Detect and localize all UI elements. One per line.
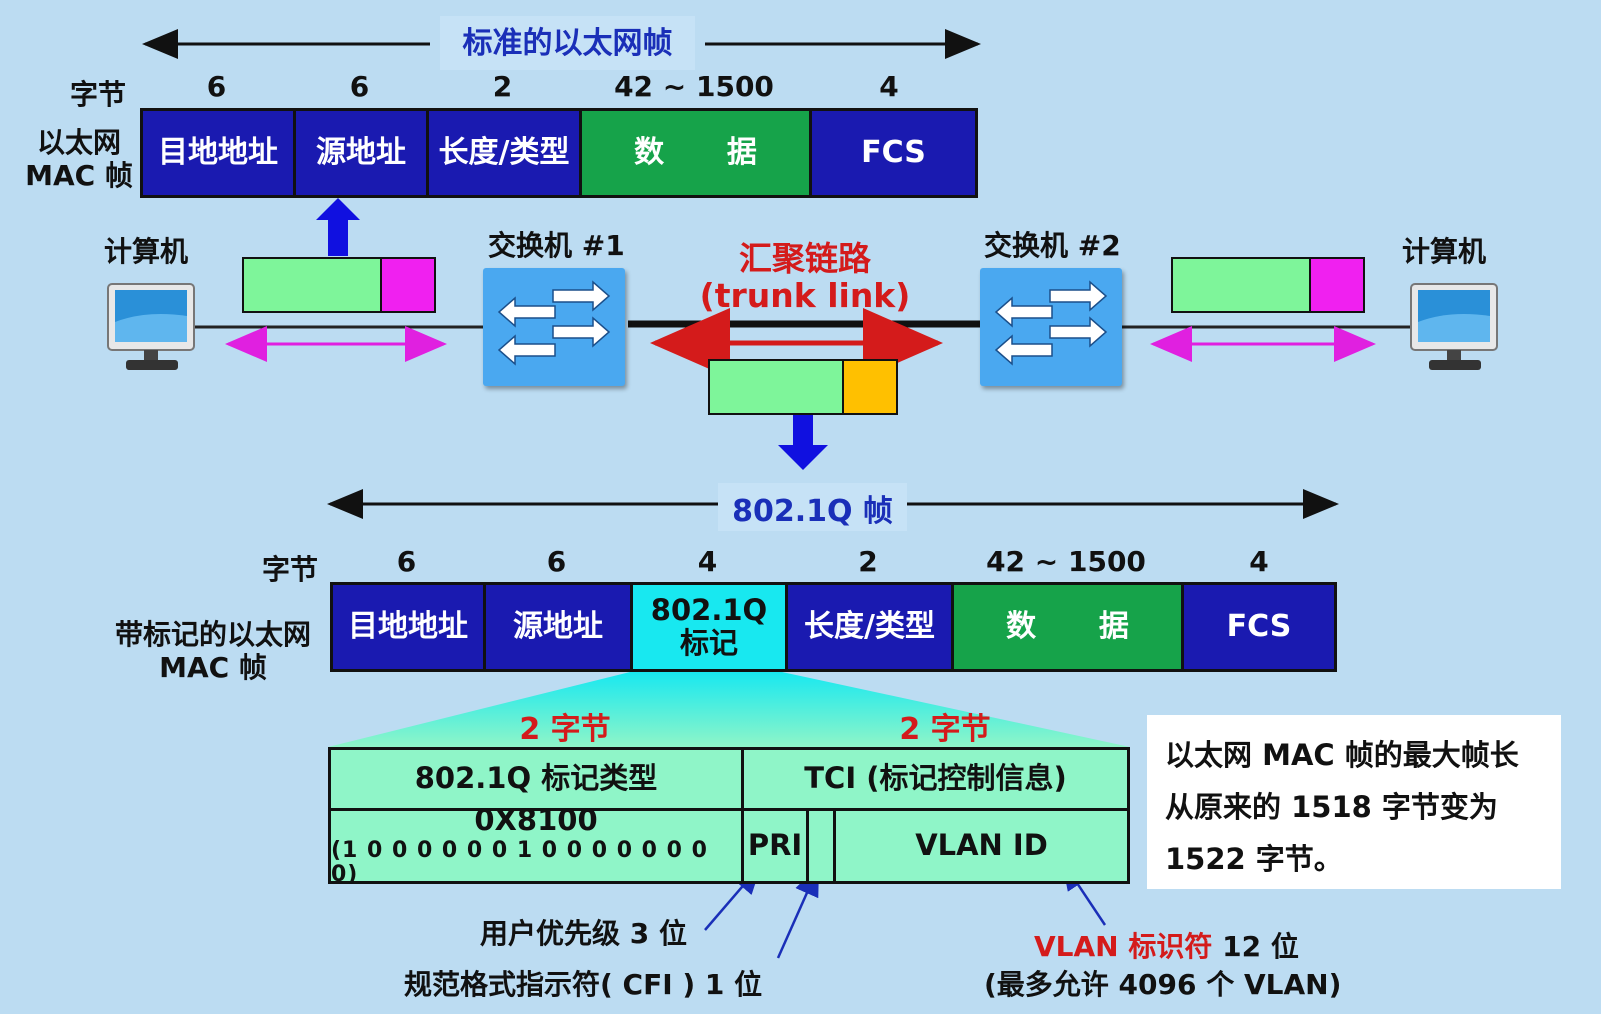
field-destination: 目地地址	[140, 108, 296, 198]
switch1-label: 交换机 #1	[488, 229, 625, 262]
computer-left-icon	[107, 283, 195, 370]
computer-right-icon	[1410, 283, 1498, 370]
cfi-field	[806, 808, 836, 884]
field-data: 数 据	[579, 108, 812, 198]
field-length-type: 长度/类型	[426, 108, 582, 198]
byte-count: 42 ~ 1500	[614, 70, 774, 103]
mini-frame-left	[242, 257, 436, 313]
byte-count: 4	[879, 70, 899, 103]
cfi-note: 规范格式指示符( CFI ) 1 位	[404, 968, 763, 1001]
mini-frame-trunk	[708, 359, 898, 415]
pri-note: 用户优先级 3 位	[480, 917, 687, 950]
trunk-label-en: (trunk link)	[699, 276, 911, 315]
mini-frame-right	[1171, 257, 1365, 313]
tag-right-bytes: 2 字节	[899, 712, 991, 747]
tci-header: TCI (标记控制信息)	[741, 747, 1130, 811]
bytes-label-top: 字节	[70, 78, 127, 111]
switch2-icon	[980, 268, 1122, 386]
computer-left-label: 计算机	[104, 235, 189, 268]
byte-count: 6	[206, 70, 227, 103]
tag-expansion-cone	[328, 672, 1130, 747]
tag-left-bytes: 2 字节	[519, 712, 611, 747]
mini-frame-tail	[1309, 259, 1363, 311]
vlan-id-field: VLAN ID	[833, 808, 1130, 884]
bytes-label-bottom: 字节	[262, 553, 319, 586]
down-arrow-icon	[778, 415, 828, 470]
top-title-bg	[440, 16, 695, 70]
q-field-tag: 802.1Q 标记	[630, 582, 788, 672]
byte-count: 42 ~ 1500	[986, 545, 1146, 578]
byte-count: 6	[349, 70, 370, 103]
row-label-bottom: 带标记的以太网 MAC 帧	[114, 618, 311, 685]
pri-field: PRI	[741, 808, 809, 884]
q-title-bg	[718, 483, 907, 531]
q-field-length-type: 长度/类型	[785, 582, 954, 672]
field-fcs: FCS	[809, 108, 978, 198]
q-field-data: 数 据	[951, 582, 1184, 672]
q-field-source: 源地址	[483, 582, 633, 672]
tagged-frame-title: 802.1Q 帧	[732, 494, 893, 529]
tag-type-header: 802.1Q 标记类型	[328, 747, 744, 811]
note-box: 以太网 MAC 帧的最大帧长 从原来的 1518 字节变为 1522 字节。	[1147, 715, 1561, 889]
vlan-note: VLAN 标识符 12 位	[1034, 930, 1299, 963]
mini-frame-tail	[380, 259, 434, 311]
up-arrow-icon	[316, 198, 360, 256]
byte-count: 4	[697, 545, 718, 578]
trunk-label-cn: 汇聚链路	[739, 239, 871, 278]
byte-count: 4	[1249, 545, 1269, 578]
computer-right-label: 计算机	[1402, 235, 1487, 268]
switch1-icon	[483, 268, 625, 386]
q-field-destination: 目地地址	[330, 582, 486, 672]
vlan-note-2: (最多允许 4096 个 VLAN)	[984, 968, 1342, 1001]
standard-frame-title: 标准的以太网帧	[462, 26, 673, 61]
field-source: 源地址	[293, 108, 429, 198]
byte-count: 2	[492, 70, 513, 103]
byte-count: 2	[858, 545, 878, 578]
q-field-fcs: FCS	[1181, 582, 1337, 672]
byte-count: 6	[546, 545, 567, 578]
switch2-label: 交换机 #2	[984, 229, 1121, 262]
byte-count: 6	[396, 545, 417, 578]
row-label-top: 以太网 MAC 帧	[25, 126, 133, 193]
mini-frame-tail-tag	[842, 361, 896, 413]
tag-type-value: 0X8100 (1 0 0 0 0 0 0 1 0 0 0 0 0 0 0 0)	[328, 804, 744, 887]
